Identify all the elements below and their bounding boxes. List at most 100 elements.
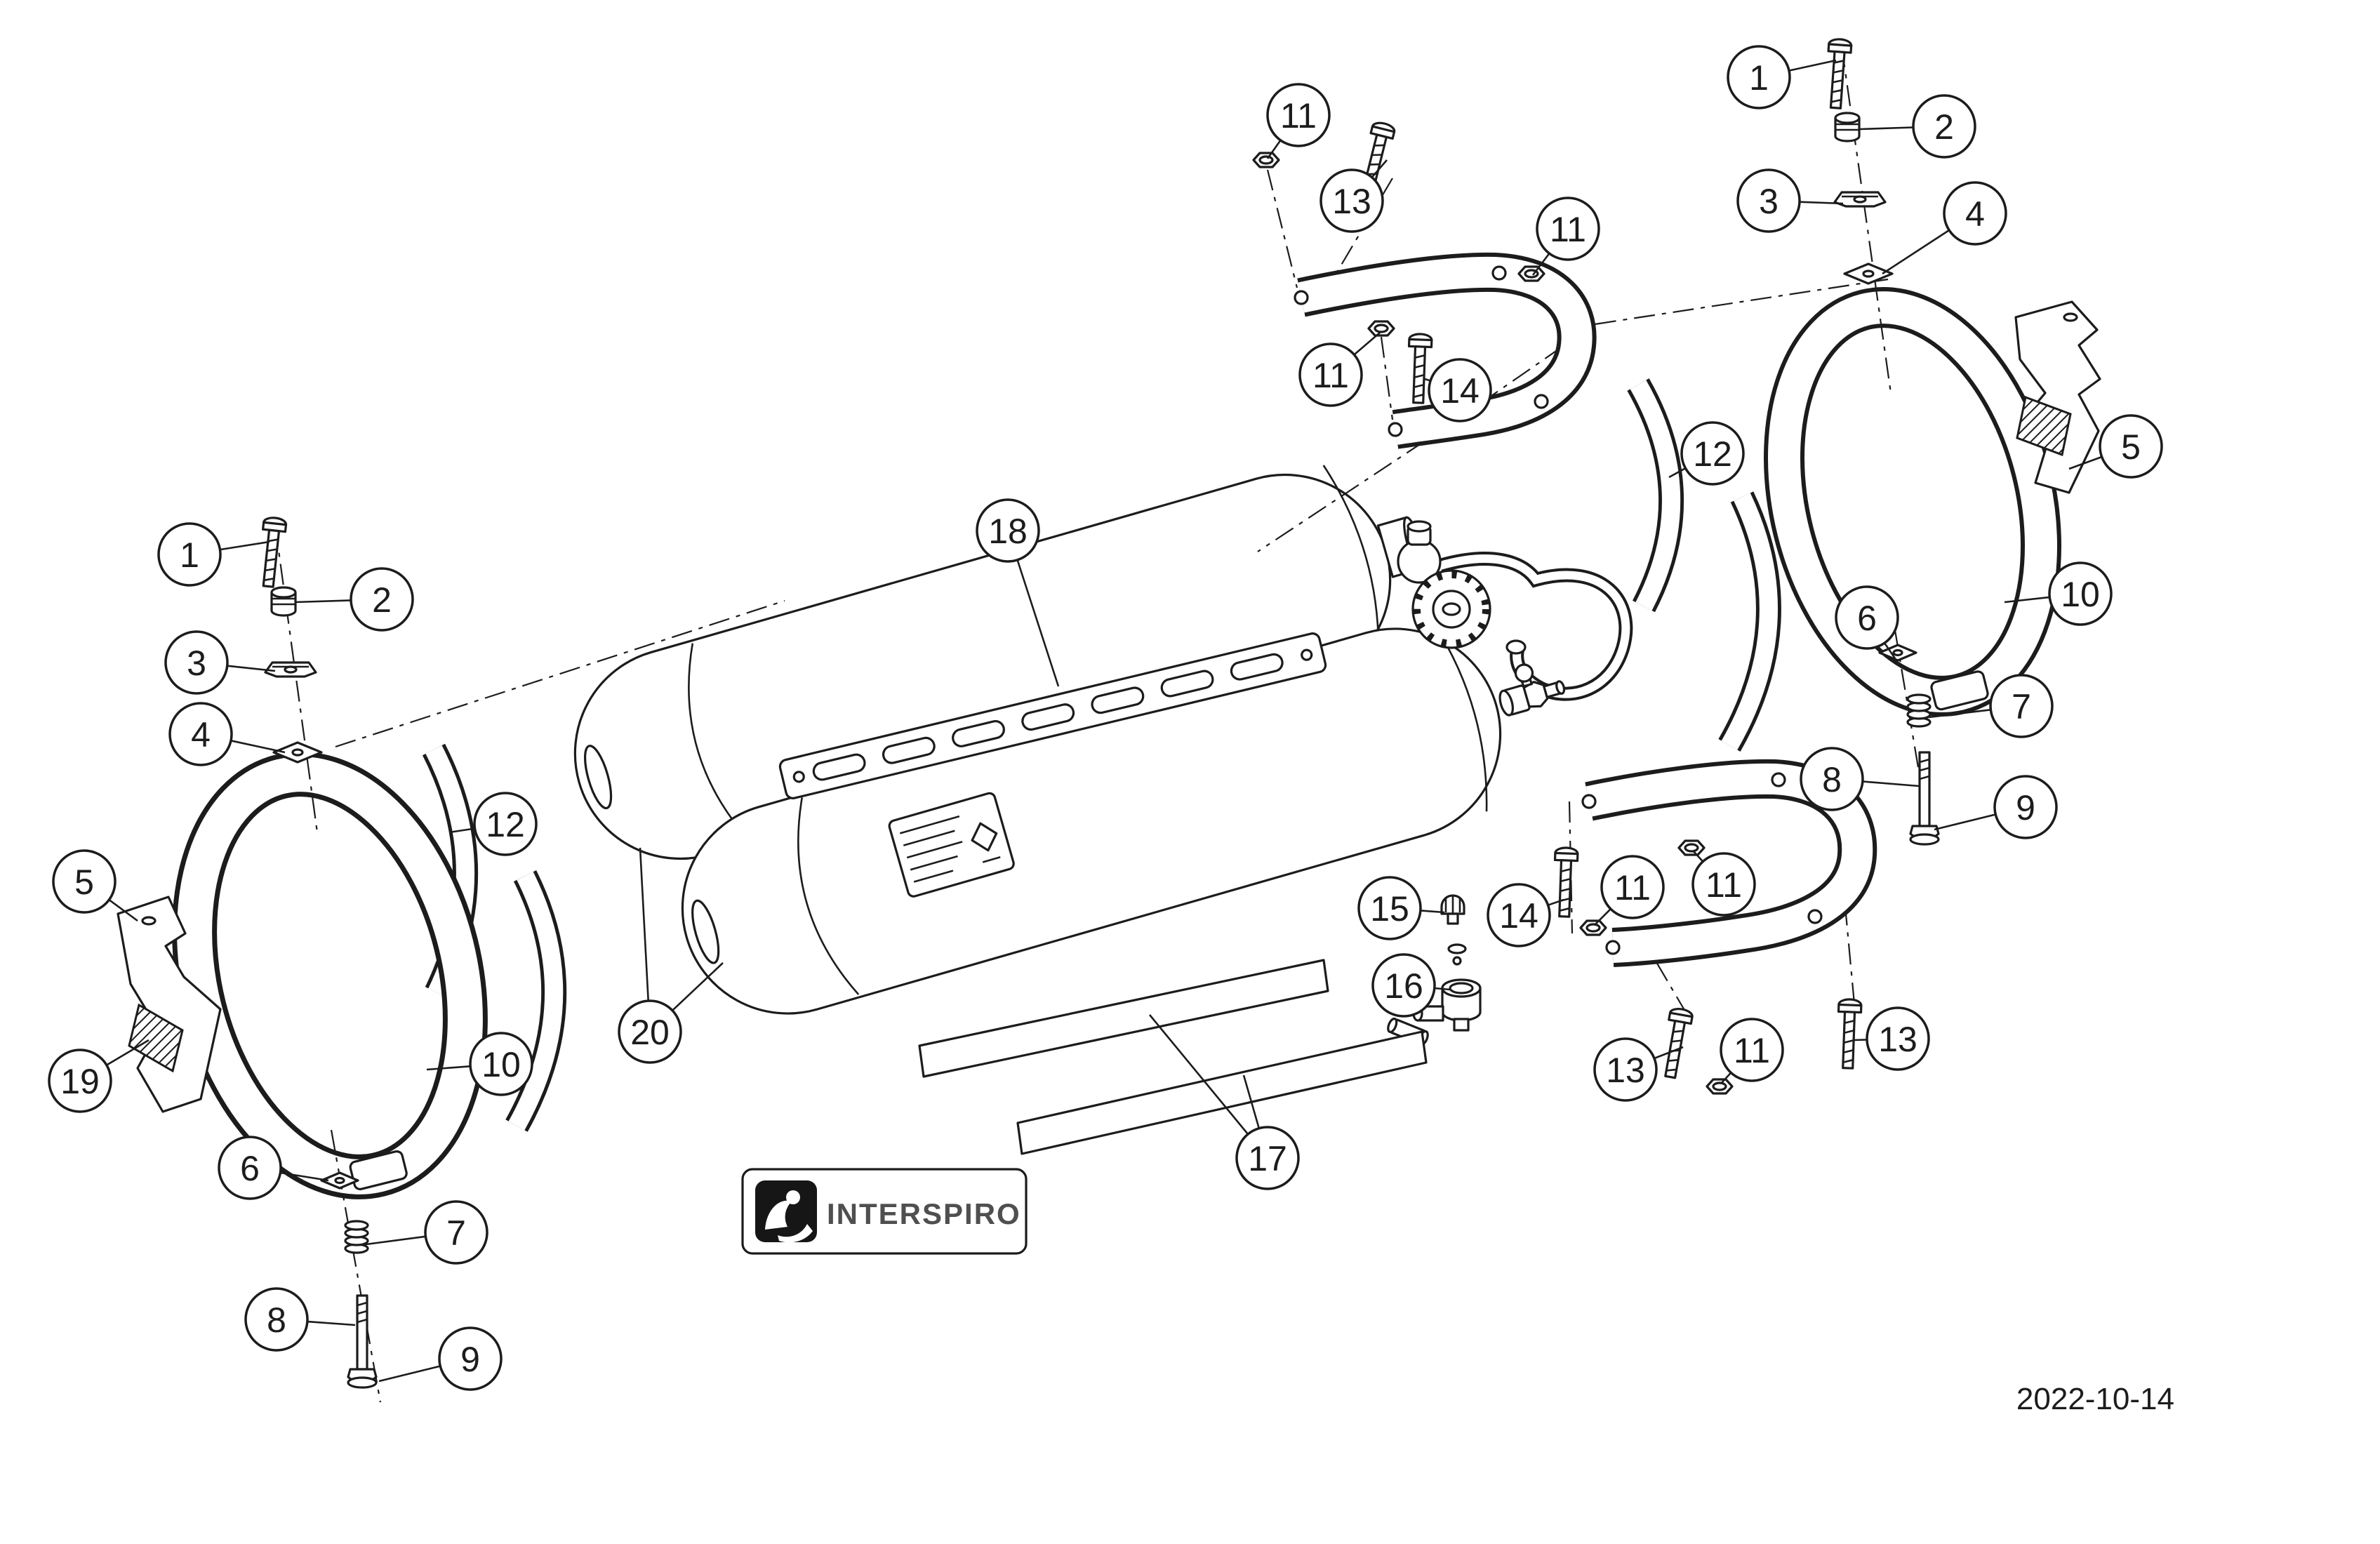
callout-balloon (1720, 1018, 1784, 1082)
callout-leader (1852, 1039, 1868, 1041)
callout-number: 11 (1706, 865, 1742, 905)
callout-leader (227, 665, 276, 672)
part-spring-7-left (344, 1220, 369, 1254)
part-nut-11-a (1252, 152, 1280, 168)
centerlines (274, 46, 1933, 1403)
callout-balloon (473, 792, 538, 856)
callout-11: 11 (1691, 850, 1756, 917)
callout-number: 4 (1965, 194, 1985, 234)
logo-brand-text: INTERSPIRO (827, 1197, 1021, 1230)
callout-number: 2 (372, 580, 392, 620)
callout-balloon (1298, 342, 1363, 407)
callout-leader (220, 540, 270, 551)
part-washer (1447, 943, 1467, 954)
part-knob-15 (1440, 894, 1465, 925)
callout-leader (1434, 987, 1451, 991)
callout-leader (448, 827, 475, 834)
callout-leader (1531, 253, 1550, 276)
part-bracket-3-left (264, 661, 317, 678)
callout-5: 5 (2068, 414, 2163, 479)
callout-leader (230, 740, 286, 754)
callout-leader (1799, 201, 1844, 205)
callout-balloon (1993, 775, 2058, 839)
callout-number: 3 (1759, 182, 1779, 221)
part-spring-7-right (1906, 693, 1932, 728)
part-nut-11-f (1706, 1078, 1734, 1095)
callout-balloon (1727, 45, 1791, 109)
callout-number: 11 (1312, 356, 1349, 395)
callout-7: 7 (1928, 674, 2054, 738)
callout-leader (307, 1320, 356, 1326)
callout-balloon (350, 567, 414, 632)
part-grommet-2-right (1834, 112, 1861, 142)
callout-14: 14 (1487, 883, 1564, 947)
carry-handle-right (1581, 759, 1877, 967)
callout-4: 4 (1882, 181, 2007, 275)
callout-11: 11 (1594, 855, 1665, 926)
callout-number: 12 (1693, 434, 1732, 474)
callout-leader (1371, 159, 1388, 178)
callout-leader (1594, 908, 1611, 926)
callout-8: 8 (244, 1287, 356, 1352)
callout-16: 16 (1371, 953, 1451, 1018)
callout-balloon (1266, 83, 1331, 147)
callout-balloon (1989, 674, 2054, 738)
callout-leader (294, 599, 352, 604)
callout-leader (360, 1235, 426, 1246)
part-screw-13-b (1658, 1006, 1695, 1080)
callout-9: 9 (378, 1326, 503, 1391)
part-screw-13-c (1835, 997, 1863, 1070)
callout-number: 14 (1440, 371, 1480, 411)
callout-number: 2 (1934, 107, 1954, 147)
callout-number: 10 (2061, 575, 2100, 614)
fasteners-left (255, 515, 378, 1389)
callout-leader (106, 1039, 149, 1066)
callout-3: 3 (164, 630, 276, 695)
callout-10: 10 (426, 1032, 533, 1096)
callout-balloon (1593, 1037, 1658, 1102)
callout-leader (1353, 332, 1381, 356)
callout-8: 8 (1800, 747, 1920, 811)
callout-number: 9 (2016, 788, 2035, 827)
callout-number: 14 (1499, 896, 1538, 936)
callout-1: 1 (157, 522, 270, 587)
callout-number: 1 (1749, 58, 1769, 98)
callout-number: 11 (1280, 96, 1317, 135)
callout-leader (1016, 559, 1060, 687)
callout-number: 1 (180, 535, 199, 575)
callout-number: 3 (187, 644, 206, 683)
callout-leader (1928, 709, 1991, 719)
part-washer-pin (1452, 956, 1462, 966)
callout-leader (280, 1171, 329, 1182)
rubber-pad-right (2016, 395, 2072, 457)
callout-leader (1692, 850, 1704, 863)
callout-number: 7 (2012, 687, 2031, 726)
callout-number: 12 (486, 805, 525, 844)
callout-13: 13 (1852, 1006, 1930, 1071)
callout-leader (2004, 596, 2050, 604)
callout-19: 19 (48, 1039, 149, 1113)
callout-11: 11 (1531, 197, 1600, 276)
part-nut-11-c (1367, 320, 1395, 337)
callout-number: 13 (1878, 1020, 1917, 1059)
callout-leader (1242, 1074, 1261, 1129)
cylinder-label (888, 792, 1015, 898)
callout-number: 6 (1857, 599, 1877, 638)
callout-balloon (244, 1287, 309, 1352)
callout-balloon (1912, 94, 1976, 159)
part-screw-14-b (1552, 846, 1579, 919)
part-grommet-2-left (270, 586, 297, 617)
callout-balloon (157, 522, 222, 587)
callout-balloon (1691, 852, 1756, 917)
callout-balloon (1736, 168, 1801, 233)
callout-2: 2 (1859, 94, 1976, 159)
callout-leader (1148, 1014, 1249, 1135)
callout-leader (1862, 780, 1920, 787)
callout-number: 16 (1384, 966, 1423, 1006)
callout-balloon (168, 702, 233, 766)
callout-leader (1883, 642, 1896, 659)
callout-balloon (2048, 561, 2113, 626)
callout-number: 4 (191, 715, 211, 754)
callout-number: 5 (74, 863, 94, 902)
